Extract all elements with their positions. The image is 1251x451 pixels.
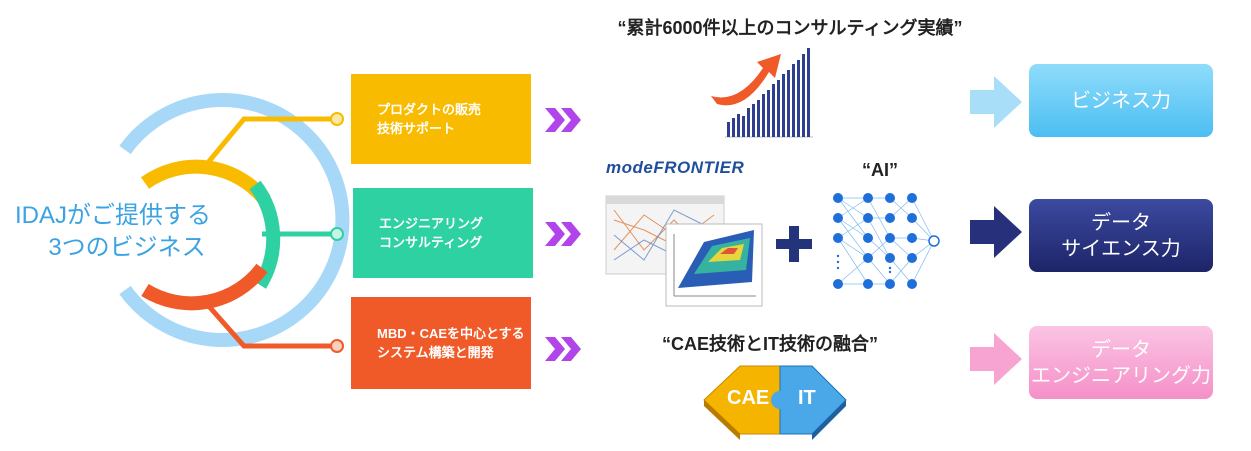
connector-dot-orange	[330, 339, 344, 353]
software-screenshot-image	[605, 195, 763, 307]
quote-ai: “AI”	[862, 160, 898, 180]
cae-it-puzzle-icon	[703, 365, 847, 440]
quote-cae-it: “CAE技術とIT技術の融合”	[662, 334, 878, 354]
service-box-system-development: MBD・CAEを中心とする システム構築と開発	[351, 297, 531, 389]
connector-dot-yellow	[330, 112, 344, 126]
hub-title: IDAJがご提供する 3つのビジネス	[8, 200, 218, 264]
connector-orange	[204, 301, 332, 349]
chevron-right-icon	[545, 108, 581, 132]
service-line1: エンジニアリング	[379, 216, 484, 231]
result-line2: サイエンス力	[1061, 237, 1181, 260]
service-line1: MBD・CAEを中心とする	[377, 326, 525, 341]
service-line2: システム構築と開発	[377, 345, 494, 360]
quote-consulting-record: “累計6000件以上のコンサルティング実績”	[617, 18, 963, 38]
connector-dot-green	[330, 227, 344, 241]
modefrontier-logo: modeFRONTIER	[606, 158, 745, 177]
connector-yellow	[204, 116, 332, 167]
service-box-engineering-consulting: エンジニアリング コンサルティング	[353, 188, 533, 278]
result-box-data-engineering: データ エンジニアリング力	[1029, 326, 1213, 399]
arrow-right-icon	[970, 333, 1022, 385]
service-line1: プロダクトの販売	[377, 102, 482, 117]
result-line2: エンジニアリング力	[1031, 364, 1211, 387]
arrow-right-icon	[970, 76, 1022, 128]
puzzle-label-cae: CAE	[727, 387, 770, 409]
chevron-right-icon	[545, 337, 581, 361]
service-line2: 技術サポート	[377, 121, 456, 136]
result-line1: ビジネス力	[1071, 89, 1171, 112]
arrow-right-icon	[970, 206, 1022, 258]
inner-arc-orange	[141, 263, 268, 311]
plus-icon	[776, 226, 812, 262]
service-line2: コンサルティング	[379, 235, 483, 250]
hub-title-line2: 3つのビジネス	[48, 234, 206, 261]
hub-title-line1: IDAJがご提供する	[14, 202, 211, 229]
chevron-right-icon	[545, 222, 581, 246]
result-line1: データ	[1091, 211, 1151, 234]
inner-arc-yellow	[140, 159, 271, 205]
neural-network-icon	[833, 193, 940, 289]
growth-chart-icon	[705, 44, 815, 144]
result-box-data-science: データ サイエンス力	[1029, 199, 1213, 272]
result-line1: データ	[1091, 338, 1151, 361]
puzzle-label-it: IT	[798, 387, 816, 409]
outer-arc	[119, 93, 350, 347]
result-box-business: ビジネス力	[1029, 64, 1213, 137]
service-box-product-sales: プロダクトの販売 技術サポート	[351, 74, 531, 164]
